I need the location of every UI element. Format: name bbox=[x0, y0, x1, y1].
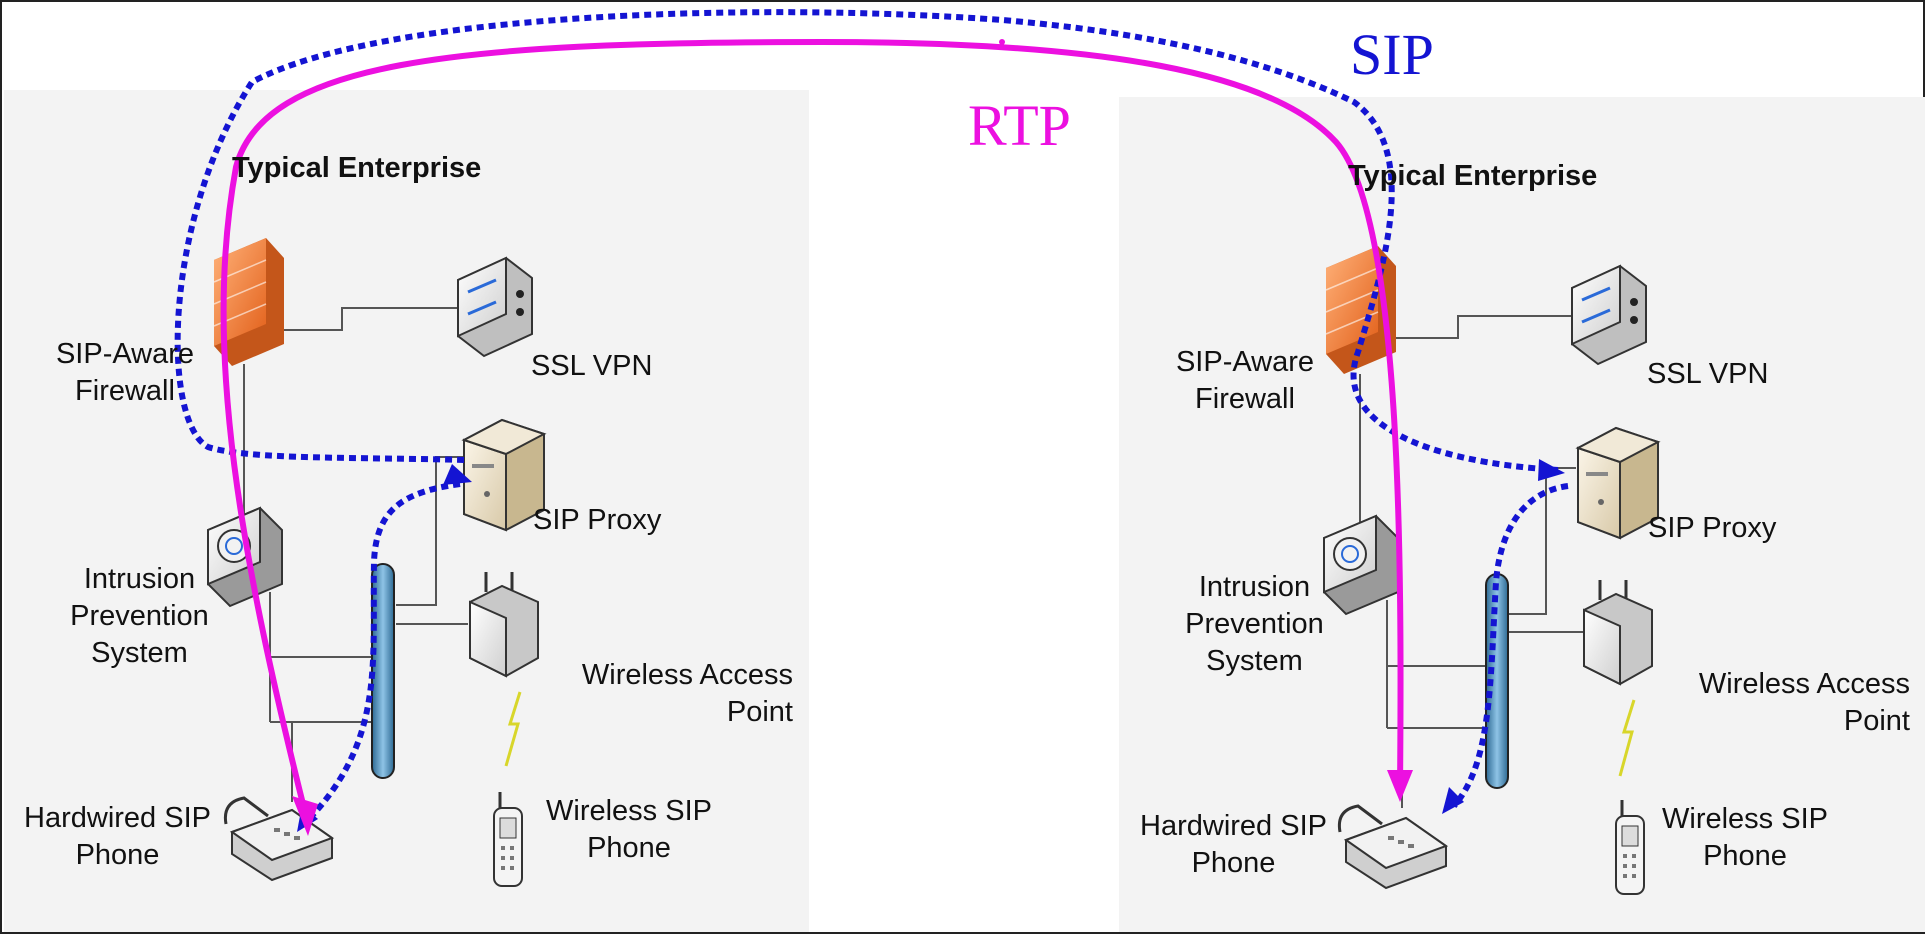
wireless-signal-icon bbox=[504, 691, 522, 767]
proxy-label-left: SIP Proxy bbox=[533, 504, 662, 536]
enterprise-title-left: Typical Enterprise bbox=[232, 152, 482, 184]
rtp-flow-label: RTP bbox=[968, 93, 1071, 158]
mobile-phone-icon bbox=[1615, 800, 1645, 895]
access-point-label-right: Wireless Access Point bbox=[1698, 668, 1910, 737]
rtp-arrowhead-phone-right bbox=[1387, 770, 1413, 802]
server-icon bbox=[461, 418, 547, 532]
sip-flow-label: SIP bbox=[1350, 22, 1434, 87]
ips-label-left: Intrusion Prevention System bbox=[70, 563, 209, 669]
rtp-arrowhead-phone-left bbox=[292, 796, 318, 836]
vpn-appliance-icon bbox=[457, 256, 533, 358]
desk-phone-icon bbox=[1337, 804, 1449, 890]
vpn-appliance-icon bbox=[1571, 264, 1647, 366]
sip-arrowhead-proxy-left bbox=[443, 464, 472, 485]
rtp-media-flow bbox=[220, 38, 1404, 823]
arrowheads bbox=[292, 459, 1565, 836]
access-point-label-left: Wireless Access Point bbox=[581, 659, 793, 728]
access-point-icon bbox=[1583, 580, 1653, 686]
enterprise-panel-left bbox=[4, 90, 809, 932]
sip-signaling-flow bbox=[174, 9, 1569, 827]
vpn-label-right: SSL VPN bbox=[1647, 358, 1769, 390]
access-point-icon bbox=[469, 572, 539, 678]
enterprise-panel-right bbox=[1119, 97, 1925, 932]
proxy-label-right: SIP Proxy bbox=[1648, 512, 1777, 544]
ips-label-right: Intrusion Prevention System bbox=[1185, 571, 1324, 677]
enterprise-left bbox=[207, 238, 547, 887]
sip-arrowhead-proxy-right bbox=[1538, 459, 1565, 481]
enterprise-right bbox=[1323, 246, 1661, 895]
wireless-signal-icon bbox=[1618, 699, 1636, 777]
ips-appliance-icon bbox=[1323, 514, 1399, 616]
hardwired-phone-label-right: Hardwired SIP Phone bbox=[1140, 810, 1327, 879]
wireless-phone-label-left: Wireless SIP Phone bbox=[546, 795, 712, 864]
sip-arrowhead-phone-right bbox=[1442, 787, 1464, 814]
switch-icon bbox=[371, 563, 395, 779]
enterprise-title-right: Typical Enterprise bbox=[1348, 160, 1598, 192]
firewall-label-left: SIP-Aware Firewall bbox=[55, 338, 195, 407]
vpn-label-left: SSL VPN bbox=[531, 350, 653, 382]
firewall-label-right: SIP-Aware Firewall bbox=[1175, 346, 1315, 415]
server-icon bbox=[1575, 426, 1661, 540]
hardwired-phone-label-left: Hardwired SIP Phone bbox=[24, 802, 211, 871]
wireless-phone-label-right: Wireless SIP Phone bbox=[1662, 803, 1828, 872]
mobile-phone-icon bbox=[493, 792, 523, 887]
